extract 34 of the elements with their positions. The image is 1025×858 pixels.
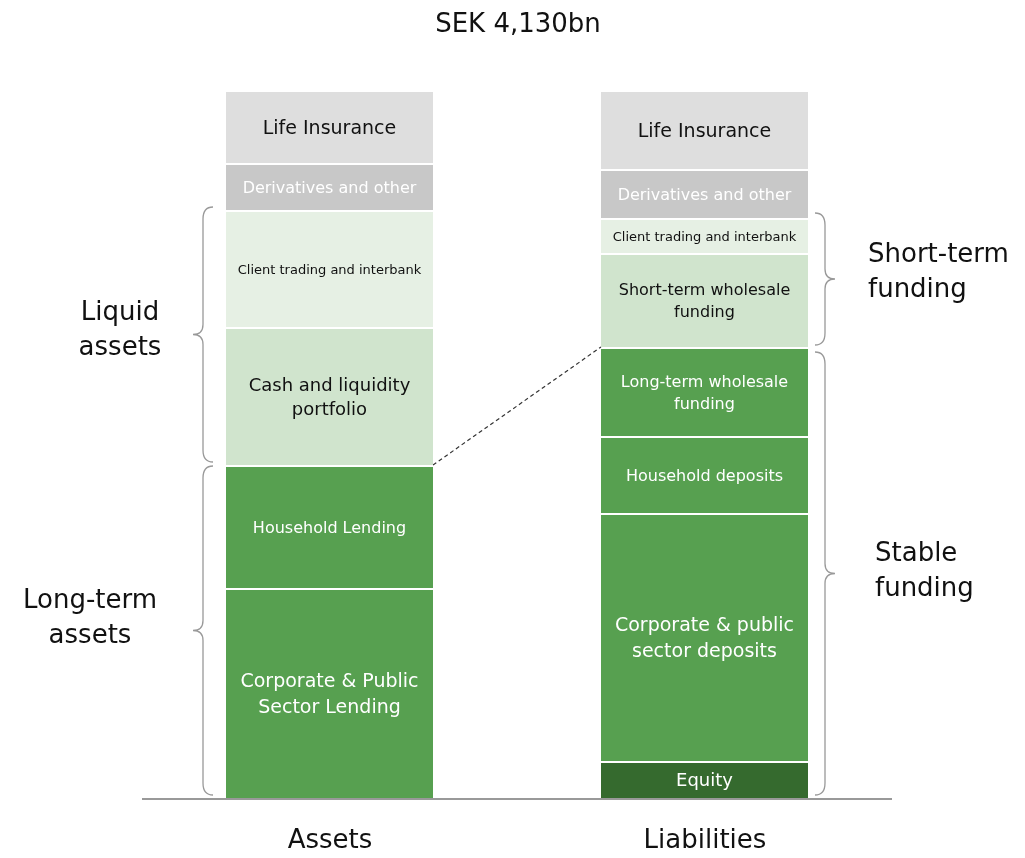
segment-label: Household deposits <box>625 464 784 487</box>
column-label: Liabilities <box>642 823 768 856</box>
bar-segment <box>226 165 433 210</box>
segment-label: Life Insurance <box>637 117 772 143</box>
segment-label: Life Insurance <box>262 114 397 140</box>
segment-label: Household Lending <box>252 516 407 539</box>
bar-segment <box>601 171 808 218</box>
bar-segment <box>226 590 433 798</box>
column-label: Assets <box>286 823 374 856</box>
bar-segment <box>601 349 808 436</box>
bar-segment <box>226 329 433 465</box>
segment-label: Short-term wholesale funding <box>617 279 792 323</box>
bracket-label: Long-term assets <box>21 583 159 652</box>
segment-label: Client trading and interbank <box>612 227 797 246</box>
segment-label: Long-term wholesale funding <box>619 370 790 415</box>
bar-segment <box>601 763 808 798</box>
segment-label: Corporate & public sector deposits <box>613 612 795 663</box>
bracket-label: Liquid assets <box>77 295 163 364</box>
bar-segment <box>601 92 808 169</box>
bracket-label: Short-term funding <box>868 237 1010 306</box>
segment-label: Cash and liquidity portfolio <box>247 372 412 421</box>
bar-segment <box>226 467 433 588</box>
bar-segment <box>601 515 808 761</box>
bar-segment <box>601 220 808 253</box>
bar-segment <box>601 438 808 513</box>
segment-label: Client trading and interbank <box>237 260 422 279</box>
segment-label: Corporate & Public Sector Lending <box>239 668 420 719</box>
bracket-label: Stable funding <box>875 536 975 605</box>
bar-segment <box>226 92 433 163</box>
bar-segment <box>601 255 808 347</box>
chart-title: SEK 4,130bn <box>434 7 602 40</box>
bar-segment <box>226 212 433 327</box>
segment-label: Equity <box>676 768 733 793</box>
connector-line <box>432 346 602 466</box>
